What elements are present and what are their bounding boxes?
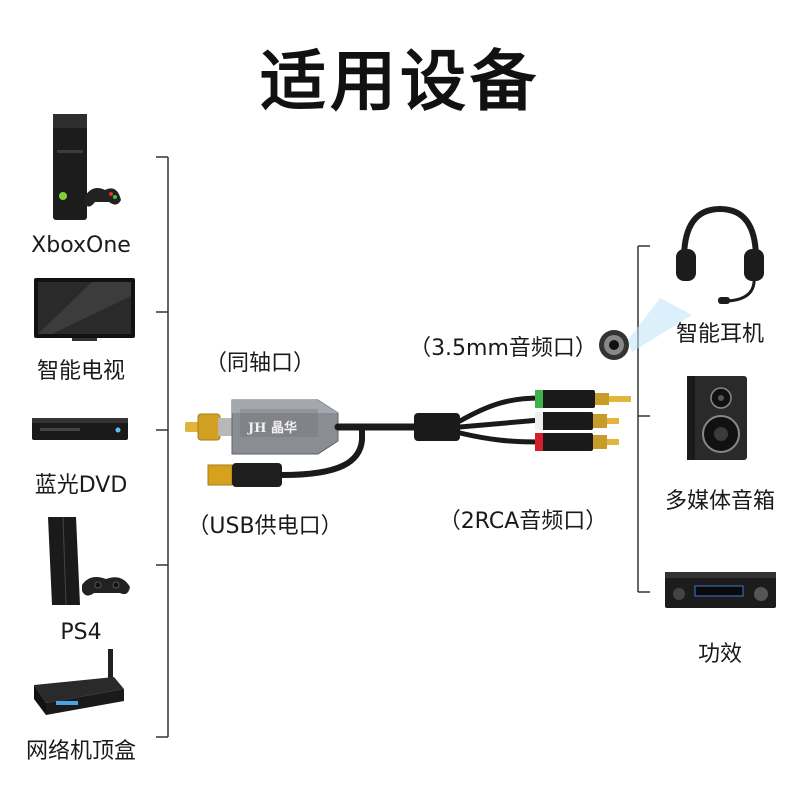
xbox-console-icon bbox=[53, 114, 121, 220]
jack-socket-icon bbox=[599, 330, 629, 360]
bluray-dvd-player-icon bbox=[32, 418, 128, 440]
converter-body: JH 晶华 bbox=[231, 399, 339, 455]
smart-tv-icon bbox=[34, 278, 135, 341]
usb-plug bbox=[207, 463, 282, 487]
left-bracket bbox=[156, 156, 169, 738]
headset-icon bbox=[676, 205, 764, 304]
device-label-headset: 智能耳机 bbox=[675, 322, 764, 347]
set-top-box-icon bbox=[34, 649, 124, 715]
port-label-usb-power: （USB供电口） bbox=[187, 514, 343, 539]
device-label-ps4: PS4 bbox=[60, 620, 102, 645]
coaxial-plug bbox=[185, 413, 232, 441]
page-title: 适用设备 bbox=[260, 43, 540, 120]
brand-mark: JH 晶华 bbox=[247, 420, 297, 436]
device-label-tv: 智能电视 bbox=[36, 359, 125, 384]
device-label-xbox: XboxOne bbox=[31, 233, 131, 258]
signal-beam bbox=[628, 298, 692, 352]
cable bbox=[279, 395, 543, 478]
speaker-icon bbox=[687, 376, 747, 460]
plug-white bbox=[535, 412, 619, 430]
amplifier-icon bbox=[665, 572, 776, 608]
device-label-amplifier: 功效 bbox=[697, 642, 742, 667]
right-bracket bbox=[637, 245, 650, 593]
plug-green bbox=[535, 390, 631, 408]
port-label-coaxial: （同轴口） bbox=[204, 351, 315, 376]
port-label-35mm: （3.5mm音频口） bbox=[409, 336, 597, 361]
port-label-2rca: （2RCA音频口） bbox=[438, 509, 608, 534]
ps4-console-icon bbox=[48, 516, 130, 606]
plug-red bbox=[535, 433, 619, 451]
device-label-dvd: 蓝光DVD bbox=[34, 473, 128, 498]
device-label-speaker: 多媒体音箱 bbox=[664, 489, 775, 514]
device-label-settopbox: 网络机顶盒 bbox=[25, 739, 136, 764]
